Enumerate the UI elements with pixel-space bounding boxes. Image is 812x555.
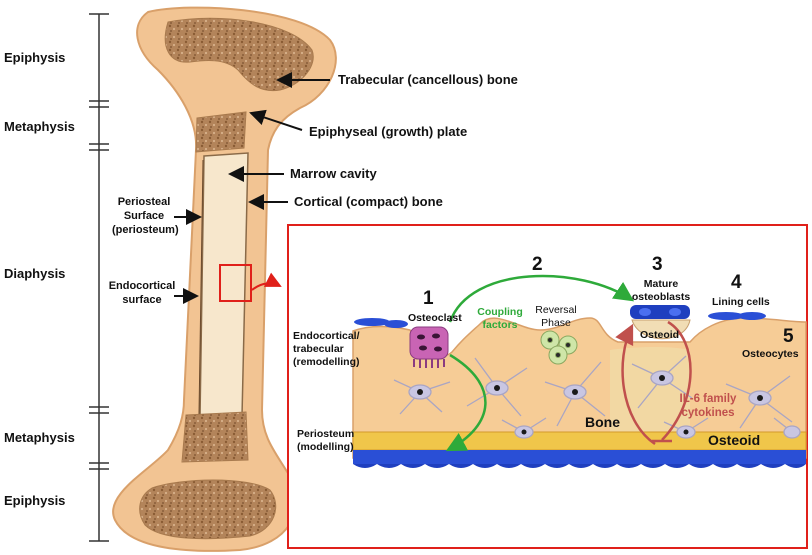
zoom-pointer bbox=[251, 272, 282, 291]
trabecular-bottom bbox=[139, 479, 277, 540]
step-1-label: 1 bbox=[423, 288, 434, 309]
label-marrow-cavity: Marrow cavity bbox=[290, 166, 377, 181]
label-il6-cytokines: IL-6 family cytokines bbox=[679, 393, 737, 420]
lining-cells bbox=[354, 312, 766, 328]
label-endocortical-surface: Endocortical surface bbox=[108, 280, 176, 306]
step-3-label: 3 bbox=[652, 254, 663, 275]
label-osteocytes: Osteocytes bbox=[742, 348, 799, 360]
callout-arrows bbox=[174, 72, 330, 304]
trabecular-bottom-plate bbox=[181, 411, 249, 463]
label-cortical-bone: Cortical (compact) bone bbox=[294, 194, 443, 209]
label-osteoid-bottom: Osteoid bbox=[708, 432, 761, 448]
region-scale bbox=[89, 13, 109, 542]
zoom-box bbox=[219, 264, 252, 302]
marrow-cavity bbox=[199, 152, 249, 419]
step-2-label: 2 bbox=[532, 254, 543, 275]
step-5-label: 5 bbox=[783, 326, 794, 347]
label-growth-plate: Epiphyseal (growth) plate bbox=[309, 124, 468, 139]
step-4-label: 4 bbox=[731, 272, 742, 293]
cortical-inner-line bbox=[198, 159, 204, 415]
growth-plate bbox=[195, 111, 247, 153]
region-epiphysis-bottom: Epiphysis bbox=[4, 493, 66, 508]
region-metaphysis-top: Metaphysis bbox=[4, 119, 75, 134]
label-periosteum-modelling: Periosteum (modelling) bbox=[297, 428, 355, 454]
il6-arrows bbox=[615, 320, 692, 446]
region-epiphysis-top: Epiphysis bbox=[4, 50, 66, 65]
region-metaphysis-bottom: Metaphysis bbox=[4, 430, 75, 445]
label-mature-osteoblasts: Mature osteoblasts bbox=[631, 278, 691, 304]
osteocyte-nuclei bbox=[417, 375, 763, 435]
label-reversal-phase: Reversal Phase bbox=[535, 304, 577, 330]
region-diaphysis: Diaphysis bbox=[4, 266, 66, 281]
label-trabecular-bone: Trabecular (cancellous) bone bbox=[338, 72, 518, 87]
label-endocortical-trabecular: Endocortical/ trabecular (remodelling) bbox=[293, 330, 360, 369]
label-periosteal-surface: Periosteal Surface (periosteum) bbox=[112, 196, 179, 236]
reversal-cells bbox=[540, 330, 578, 365]
label-bone: Bone bbox=[585, 414, 620, 430]
bone-lining-blue bbox=[353, 450, 806, 468]
label-coupling-factors: Coupling factors bbox=[477, 306, 523, 332]
osteoclast-cell bbox=[409, 326, 449, 368]
inset-tissue bbox=[352, 305, 807, 468]
label-osteoclast: Osteoclast bbox=[408, 312, 462, 324]
label-osteoid-top: Osteoid bbox=[640, 329, 680, 341]
label-lining-cells: Lining cells bbox=[712, 296, 770, 308]
coupling-arrows bbox=[445, 274, 635, 452]
osteoblast-cluster bbox=[630, 305, 691, 340]
